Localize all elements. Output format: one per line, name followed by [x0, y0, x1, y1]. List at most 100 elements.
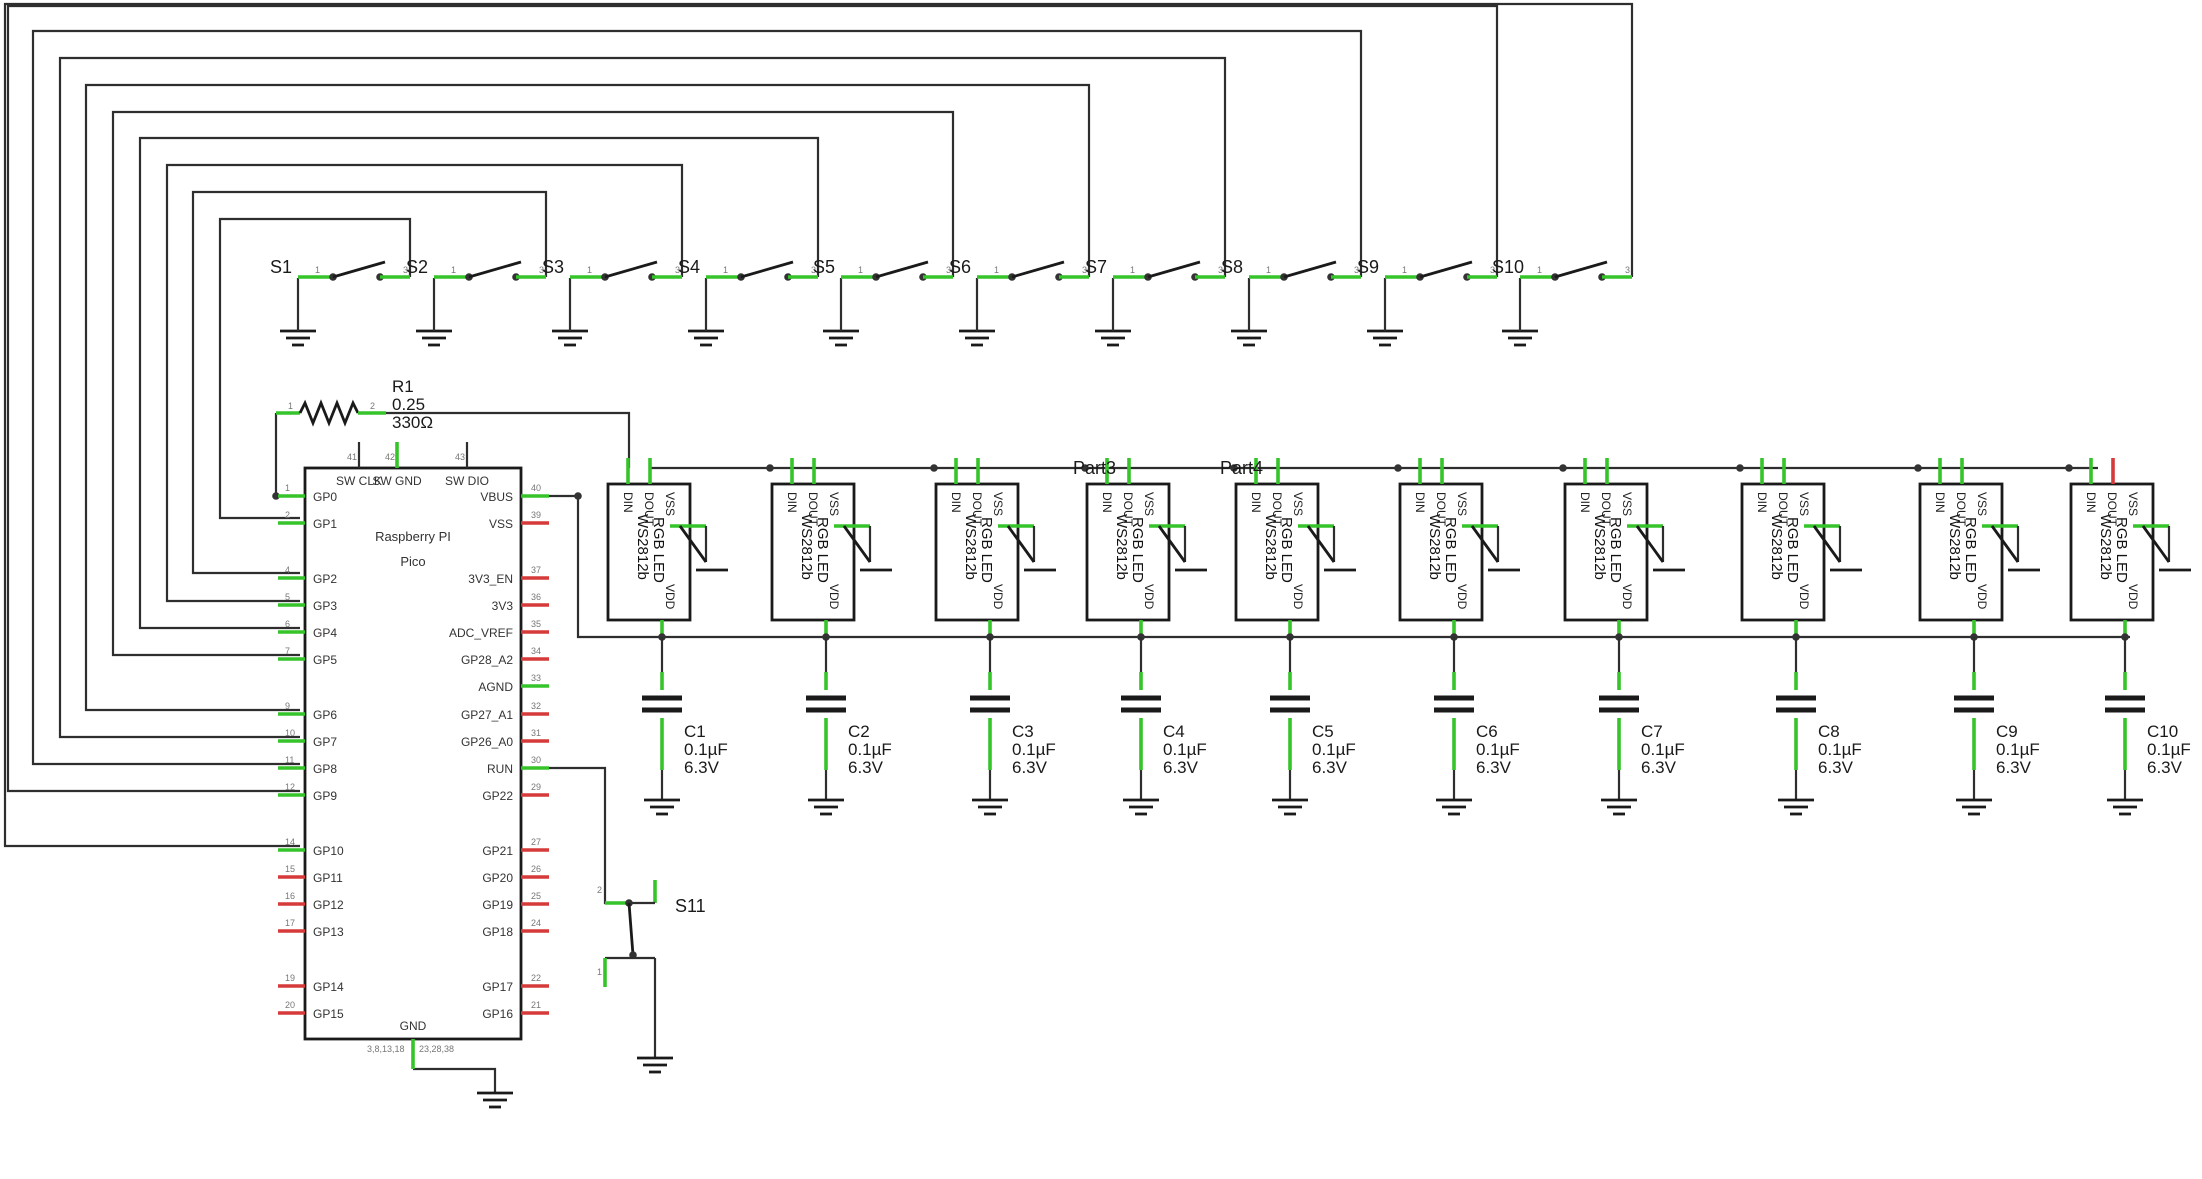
ground-symbol [416, 329, 452, 347]
led-dout-label: DOUT [970, 492, 984, 527]
pin-label: GP7 [313, 735, 337, 749]
led-din-label: DIN [2084, 492, 2098, 513]
ground-symbol [823, 329, 859, 347]
ground-symbol [1436, 798, 1472, 816]
part-label: Part3 [1073, 458, 1116, 478]
cap-value: 0.1µF [1476, 740, 1520, 759]
led-vdd-label: VDD [827, 584, 841, 610]
pin-label: AGND [478, 680, 513, 694]
led-vss-label: VSS [1142, 492, 1156, 516]
junction-dot [1559, 464, 1567, 472]
led-vss-lead [2141, 525, 2171, 563]
gpio-wire-s8 [31, 29, 1363, 766]
pin-number: 1 [597, 967, 602, 977]
pin-number: 1 [451, 265, 456, 275]
pin-number: 3,8,13,18 [367, 1044, 405, 1054]
led-vss-label: VSS [2126, 492, 2140, 516]
gpio-wire-s5 [111, 110, 955, 657]
cap-value: 0.1µF [848, 740, 892, 759]
led-type: RGB LED [1278, 517, 1295, 583]
switch-lever [1283, 260, 1337, 279]
pin-number: 3 [403, 265, 408, 275]
led-vss-label: VSS [1455, 492, 1469, 516]
switch-lever [1011, 260, 1065, 279]
switch-lever [468, 260, 522, 279]
pin-number: 24 [531, 918, 541, 928]
led-dout-label: DOUT [806, 492, 820, 527]
pin-label: RUN [487, 762, 513, 776]
ground-symbol [1231, 329, 1267, 347]
cap-voltage: 6.3V [1476, 758, 1512, 777]
pin-label: GP18 [482, 925, 513, 939]
led-type: RGB LED [650, 517, 667, 583]
led-vdd-label: VDD [1291, 584, 1305, 610]
switch-label: S2 [406, 257, 428, 277]
pin-number: 27 [531, 837, 541, 847]
pin-number: 3 [946, 265, 951, 275]
led-dout-label: DOUT [1954, 492, 1968, 527]
ground-symbol [1095, 329, 1131, 347]
switch-s2: S2 1 3 [406, 257, 546, 347]
pin-number: 5 [285, 592, 290, 602]
pin-label: ADC_VREF [449, 626, 513, 640]
led-din-label: DIN [1933, 492, 1947, 513]
led-body [1234, 482, 1320, 622]
switch-lever [604, 260, 658, 279]
pin-label: GP27_A1 [461, 708, 513, 722]
ground-symbol [1123, 798, 1159, 816]
wires [3, 2, 2130, 1109]
cap-voltage: 6.3V [1163, 758, 1199, 777]
junction-dot [1081, 464, 1089, 472]
pin-number: 2 [370, 401, 375, 411]
ground-symbol [1367, 329, 1403, 347]
pico-name: Raspberry PI [375, 529, 451, 544]
pin-number: 3 [1625, 265, 1630, 275]
led-din-label: DIN [1578, 492, 1592, 513]
cap-value: 0.1µF [1818, 740, 1862, 759]
led-vdd-label: VDD [1975, 584, 1989, 610]
led-type: RGB LED [978, 517, 995, 583]
switch-lever [332, 260, 386, 279]
gpio-wire-s6 [84, 83, 1091, 712]
led-vss-lead [1635, 525, 1665, 563]
led-din-label: DIN [1100, 492, 1114, 513]
junction-dot [766, 464, 774, 472]
vbus-wire [549, 494, 2130, 639]
led-vdd-label: VDD [663, 584, 677, 610]
ground-symbol [477, 1091, 513, 1109]
cap-ref: C4 [1163, 722, 1185, 741]
pin-number: 9 [285, 701, 290, 711]
pin-number: 6 [285, 619, 290, 629]
pin-label: GP22 [482, 789, 513, 803]
led-type: RGB LED [1784, 517, 1801, 583]
pin-label: VBUS [480, 490, 513, 504]
led-vdd-label: VDD [1142, 584, 1156, 610]
cap-ref: C10 [2147, 722, 2178, 741]
led-vss-label: VSS [1797, 492, 1811, 516]
pin-number: 16 [285, 891, 295, 901]
led-part-name: WS2812b [634, 514, 651, 580]
